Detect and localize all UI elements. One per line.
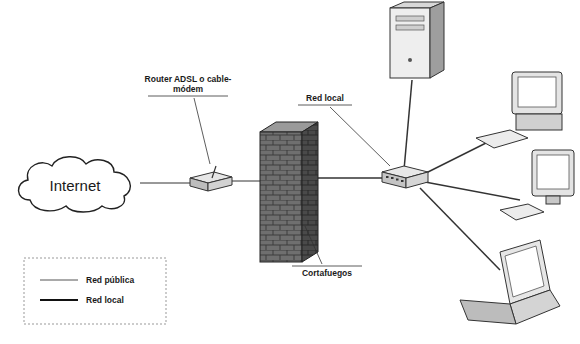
callout-label: Cortafuegos — [287, 268, 367, 278]
desktop-computer — [500, 150, 574, 220]
cloud-node: Internet — [10, 150, 140, 216]
callout-label: Red local — [290, 93, 360, 103]
leader-lines — [148, 96, 390, 266]
legend-frame — [24, 258, 166, 324]
legend-text: Red pública — [86, 275, 134, 285]
firewall-wall — [260, 122, 318, 262]
legend-line-sample — [40, 299, 78, 301]
legend-text: Red local — [86, 295, 124, 305]
network-wires — [140, 80, 520, 270]
desktop-computer — [476, 72, 562, 148]
laptop-computer — [460, 240, 560, 324]
router-icon — [190, 166, 232, 191]
server-tower — [390, 2, 444, 78]
callout-label: Router ADSL o cable-módem — [141, 74, 236, 94]
legend-line-sample — [40, 280, 78, 281]
switch-icon — [382, 166, 428, 188]
node-text: Internet — [10, 150, 140, 194]
